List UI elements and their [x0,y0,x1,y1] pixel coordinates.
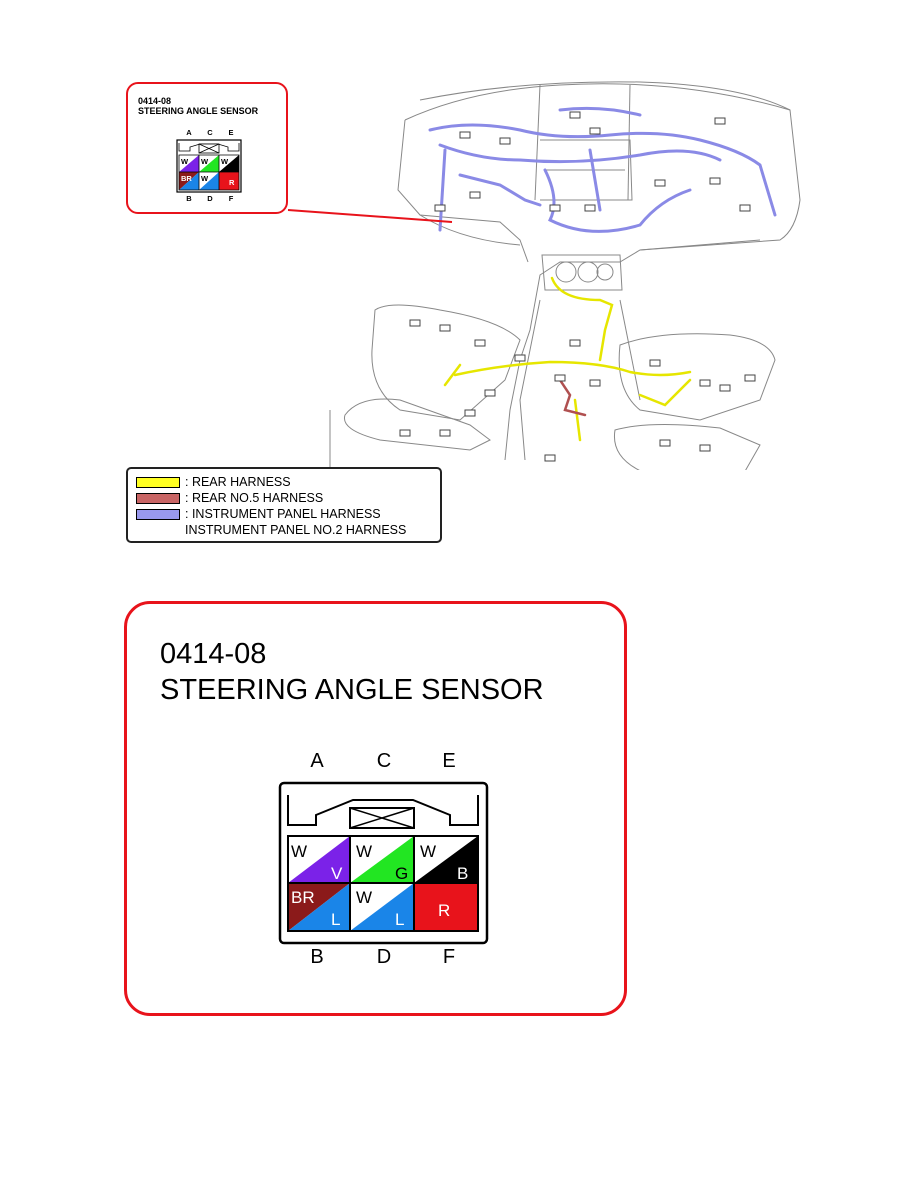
pin-label-a-small: A [186,128,192,137]
legend-label-rear-no5: : REAR NO.5 HARNESS [185,491,324,505]
pin-label-d-small: D [207,194,213,203]
cell-b-lower [288,883,350,931]
cell-a-lower [288,836,350,883]
steering-sensor-callout-small: 0414-08 STEERING ANGLE SENSOR A C E W W … [126,82,288,214]
connector-name-small: STEERING ANGLE SENSOR [138,106,259,116]
cell-f-top-small: R [229,178,235,187]
cell-d-top-small: W [201,174,209,183]
cell-d-lower [350,883,414,931]
connector-code-small: 0414-08 [138,96,172,106]
cell-b-top-small: BR [181,174,192,183]
connector-face-large [278,781,489,945]
cell-a-bottom-text: V [331,864,343,883]
pin-label-a: A [310,750,324,772]
cell-c-lower [350,836,414,883]
legend-row-rear: : REAR HARNESS [136,475,291,489]
pin-label-e-small: E [228,128,234,137]
legend-label-rear: : REAR HARNESS [185,475,291,489]
harness-legend: : REAR HARNESS : REAR NO.5 HARNESS : INS… [126,467,442,543]
pin-label-e: E [442,750,456,772]
cell-e-bottom-text: B [457,864,469,883]
cell-e-top-small: W [221,157,229,166]
cell-f-text: R [438,901,451,920]
legend-row-instrument-panel: : INSTRUMENT PANEL HARNESS [136,507,381,521]
harness-diagram [287,81,801,470]
cell-b-top-text: BR [291,888,315,907]
legend-swatch-rear-no5 [136,492,180,504]
steering-sensor-callout-large: 0414-08 STEERING ANGLE SENSOR A C E W V … [124,601,627,1016]
legend-swatch-instrument-panel [136,508,180,520]
cell-e-lower [414,836,478,883]
cell-c-bottom-text: G [395,864,409,883]
cell-d-top-text: W [356,888,373,907]
pin-label-f-small: F [228,194,234,203]
cell-d-bottom-text: L [395,910,405,929]
cell-a-top-text: W [291,842,308,861]
connector-name-large: STEERING ANGLE SENSOR [160,674,544,706]
pin-label-b-small: B [186,194,192,203]
cell-c-top-text: W [356,842,373,861]
cell-c-top-small: W [201,157,209,166]
pin-label-c-small: C [207,128,213,137]
connector-face-small [176,139,242,193]
legend-label-instrument-panel-no2: INSTRUMENT PANEL NO.2 HARNESS [185,523,407,537]
cell-e-top-text: W [420,842,437,861]
pin-label-d: D [376,946,392,968]
pin-label-c: C [376,750,392,772]
legend-row-rear-no5: : REAR NO.5 HARNESS [136,491,323,505]
legend-label-instrument-panel: : INSTRUMENT PANEL HARNESS [185,507,381,521]
connector-code-large: 0414-08 [160,638,267,670]
cell-a-top-small: W [181,157,189,166]
pin-label-f: F [442,946,456,968]
legend-swatch-rear [136,476,180,488]
pin-label-b: B [310,946,324,968]
cell-b-bottom-text: L [331,910,341,929]
cell-f [414,883,478,931]
